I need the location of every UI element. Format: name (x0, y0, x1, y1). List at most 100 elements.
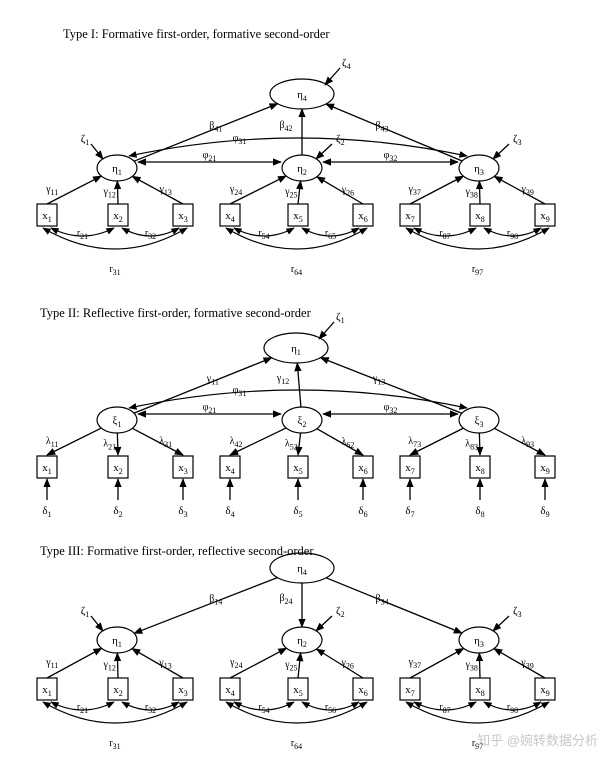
indicator-label: x2 (113, 684, 123, 698)
error-label: δ2 (113, 505, 122, 519)
indicator-coefficient: γ24 (229, 657, 242, 670)
disturbance-label: ζ1 (336, 311, 345, 325)
first-order-label: η3 (474, 635, 484, 649)
indicator-box (534, 455, 556, 479)
indicator-box (107, 455, 129, 479)
first-order-label: η2 (297, 163, 307, 177)
loading-arrow (229, 427, 287, 456)
correlation-label: r21 (77, 702, 88, 715)
loading-arrow (494, 427, 546, 456)
indicator-label: x1 (42, 462, 52, 476)
indicator-label: x7 (405, 684, 415, 698)
structural-path (294, 362, 302, 408)
watermark-text: 知乎 @婉转数据分析 (477, 733, 598, 748)
indicator-label: x7 (405, 210, 415, 224)
indicator-coefficient: λ31 (159, 436, 172, 449)
second-order-label: η1 (291, 343, 301, 357)
first-order-label: η1 (112, 635, 122, 649)
indicator-label: x3 (178, 462, 188, 476)
path-coefficient: β14 (209, 593, 222, 606)
indicator-label: x9 (540, 462, 550, 476)
disturbance-label: ζ1 (81, 133, 90, 147)
disturbance-label: ζ3 (513, 605, 522, 619)
loading-arrow (476, 432, 484, 456)
disturbance-label: ζ2 (336, 605, 345, 619)
covariance-label: φ32 (384, 150, 398, 163)
formative-arrow (409, 647, 465, 679)
indicator-label: x1 (42, 210, 52, 224)
covariance-label: φ31 (233, 133, 247, 146)
error-label: δ8 (475, 505, 484, 519)
indicator-box (172, 455, 194, 479)
indicator-coefficient: γ25 (284, 186, 297, 199)
loading-arrow (114, 432, 122, 456)
indicator-coefficient: γ38 (464, 186, 477, 199)
indicator-box (352, 455, 374, 479)
path-coefficient: β24 (279, 593, 292, 606)
indicator-label: x5 (293, 210, 303, 224)
formative-arrow (316, 176, 364, 205)
indicator-coefficient: γ37 (407, 184, 420, 197)
formative-arrow (315, 648, 364, 679)
correlation-label: r97 (472, 264, 483, 277)
correlation-label: r32 (145, 702, 156, 715)
indicator-coefficient: λ62 (341, 436, 354, 449)
indicator-coefficient: γ37 (408, 657, 421, 670)
indicator-label: x3 (178, 684, 188, 698)
indicator-coefficient: λ73 (408, 436, 421, 449)
indicator-label: x1 (42, 684, 52, 698)
path-coefficient: β42 (279, 120, 292, 133)
covariance-label: φ31 (233, 385, 247, 398)
first-order-label: ξ1 (113, 415, 122, 429)
correlation-label: r64 (291, 738, 302, 751)
formative-arrow (46, 175, 103, 205)
correlation-label: r32 (145, 228, 156, 241)
covariance-arc-long (128, 137, 468, 158)
indicator-coefficient: γ11 (45, 657, 58, 670)
correlation-label: r56 (325, 702, 336, 715)
indicator-coefficient: γ12 (102, 659, 115, 672)
error-label: δ6 (358, 505, 367, 519)
disturbance-arrow (90, 143, 104, 160)
loading-arrow (46, 427, 102, 456)
formative-arrow (409, 175, 465, 205)
correlation-arc-long (42, 701, 188, 724)
error-label: δ9 (540, 505, 549, 519)
disturbance-arrow (315, 615, 333, 632)
correlation-label: r21 (77, 228, 88, 241)
indicator-label: x8 (475, 462, 485, 476)
formative-arrow (493, 648, 546, 679)
disturbance-arrow (324, 67, 341, 86)
correlation-arc-long (225, 701, 368, 724)
structural-path (325, 577, 463, 634)
indicator-label: x8 (475, 210, 485, 224)
disturbance-arrow (492, 615, 510, 632)
indicator-coefficient: λ52 (285, 438, 298, 451)
formative-arrow (113, 180, 122, 205)
correlation-arc-long (42, 227, 188, 250)
formative-arrow (113, 652, 122, 679)
diagram-title: Type II: Reflective first-order, formati… (40, 306, 312, 320)
first-order-label: η2 (297, 635, 307, 649)
indicator-coefficient: γ39 (520, 184, 533, 197)
correlation-arc-long (405, 701, 550, 724)
indicator-label: x7 (405, 462, 415, 476)
indicator-coefficient: γ26 (341, 657, 354, 670)
first-order-construct (458, 406, 500, 434)
loading-arrow (132, 427, 184, 456)
error-label: δ7 (405, 505, 414, 519)
formative-arrow (229, 175, 287, 205)
indicator-coefficient: γ26 (341, 184, 354, 197)
first-order-label: η3 (474, 163, 484, 177)
indicator-box (469, 455, 491, 479)
error-label: δ4 (225, 505, 234, 519)
indicator-coefficient: γ11 (45, 184, 58, 197)
indicator-coefficient: γ12 (102, 186, 115, 199)
correlation-label: r87 (439, 702, 450, 715)
path-coefficient: γ12 (276, 373, 289, 386)
correlation-label: r64 (291, 264, 302, 277)
structural-path (325, 103, 463, 162)
covariance-label: φ32 (384, 402, 398, 415)
formative-arrow (131, 648, 184, 679)
